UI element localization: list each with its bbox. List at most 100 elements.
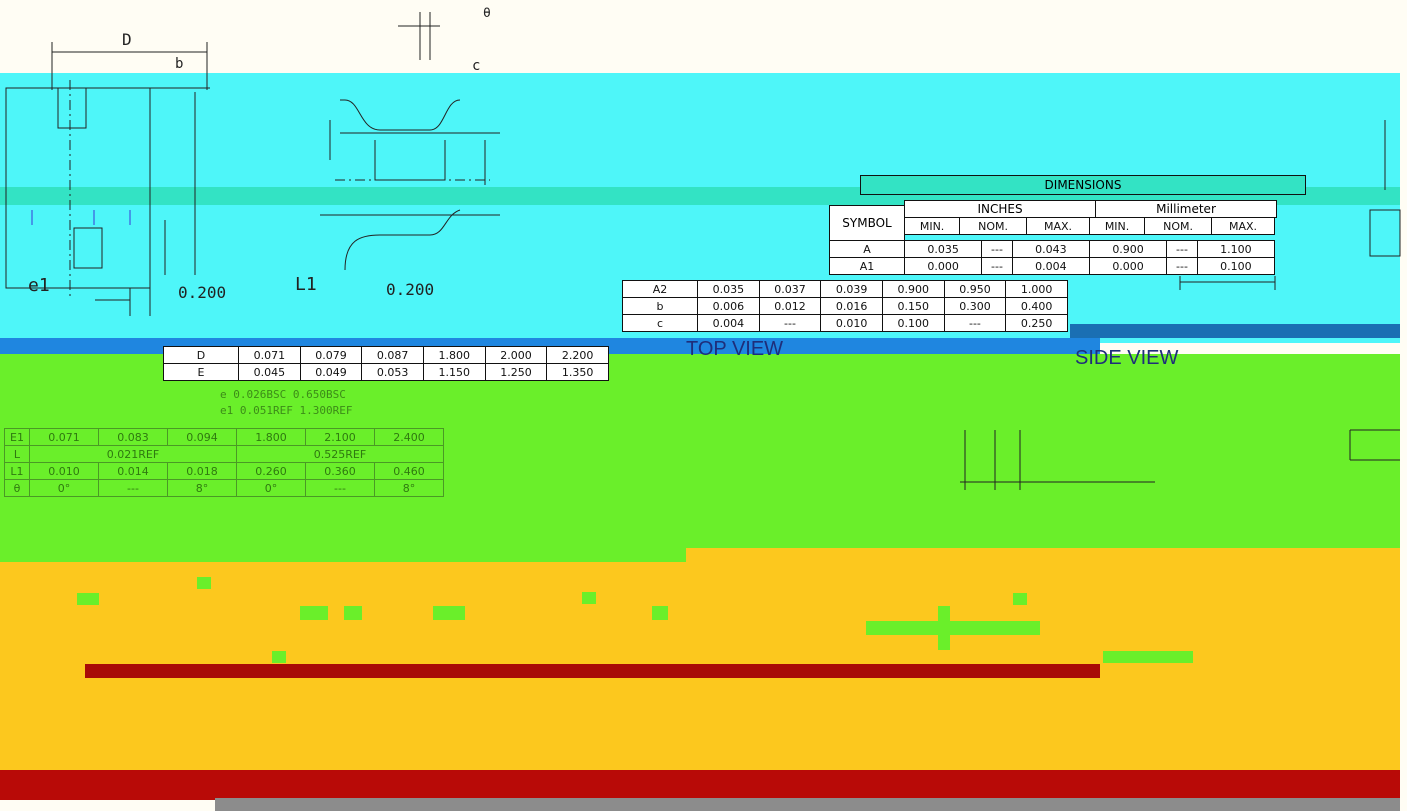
table-cell: 0.079 bbox=[299, 346, 363, 364]
table-cell: 0.035 bbox=[697, 280, 760, 298]
dims-table-rows-b: A2 0.035 0.037 0.039 0.900 0.950 1.000 b… bbox=[622, 280, 1068, 332]
gray-footer bbox=[215, 798, 1400, 811]
dims-table-rows-d: E1 0.071 0.083 0.094 1.800 2.100 2.400 L… bbox=[4, 428, 444, 497]
table-cell: --- bbox=[98, 479, 168, 497]
table-cell: 0.460 bbox=[374, 462, 444, 480]
table-cell: 0.049 bbox=[299, 363, 363, 381]
table-cell: 1.150 bbox=[422, 363, 486, 381]
table-row: A1 0.000 --- 0.004 0.000 --- 0.100 bbox=[829, 257, 1276, 275]
table-row: A2 0.035 0.037 0.039 0.900 0.950 1.000 bbox=[622, 280, 1068, 298]
green-block bbox=[344, 606, 362, 620]
table-row: D 0.071 0.079 0.087 1.800 2.000 2.200 bbox=[163, 346, 609, 364]
dim-theta-label: θ bbox=[483, 6, 491, 21]
dim-pitch-value: 0.200 bbox=[178, 283, 227, 302]
green-block bbox=[938, 606, 950, 650]
top-view-outline bbox=[5, 87, 151, 289]
table-header-row: MIN. NOM. MAX. MIN. NOM. MAX. bbox=[903, 217, 1275, 235]
table-cell: 2.400 bbox=[374, 428, 444, 446]
table-cell: 1.100 bbox=[1196, 240, 1276, 258]
table-cell: MIN. bbox=[1088, 217, 1146, 235]
table-cell: A1 bbox=[829, 257, 905, 275]
table-cell: --- bbox=[1166, 257, 1198, 275]
table-cell: 2.200 bbox=[546, 346, 609, 364]
table-row: L1 0.010 0.014 0.018 0.260 0.360 0.460 bbox=[4, 462, 444, 480]
top-view-label: TOP VIEW bbox=[686, 338, 784, 360]
table-cell: 0.071 bbox=[29, 428, 99, 446]
green-block bbox=[866, 621, 1040, 635]
dim-e1-label: e1 bbox=[28, 275, 50, 296]
dim-b-label: b bbox=[175, 56, 184, 72]
red-stripe bbox=[85, 664, 1100, 678]
table-cell: 0.360 bbox=[305, 462, 375, 480]
green-block bbox=[272, 651, 286, 663]
table-cell: 2.100 bbox=[305, 428, 375, 446]
dim-d-label: D bbox=[122, 30, 132, 49]
table-cell: 0.250 bbox=[1005, 314, 1068, 332]
table-row: L 0.021REF 0.525REF bbox=[4, 445, 444, 463]
table-cell: 0.525REF bbox=[236, 445, 444, 463]
blue-divider bbox=[1070, 324, 1400, 338]
green-step bbox=[0, 548, 686, 562]
table-cell: θ bbox=[4, 479, 30, 497]
table-cell: L bbox=[4, 445, 30, 463]
table-cell: 0.006 bbox=[697, 297, 760, 315]
table-cell: 0.260 bbox=[236, 462, 306, 480]
table-cell: b bbox=[622, 297, 698, 315]
table-cell: 0.000 bbox=[1088, 257, 1168, 275]
table-cell: 0.900 bbox=[881, 280, 945, 298]
green-block bbox=[652, 606, 668, 620]
table-cell: --- bbox=[758, 314, 822, 332]
table-cell: NOM. bbox=[1144, 217, 1212, 235]
table-cell: 0.071 bbox=[238, 346, 301, 364]
table-cell: 0.039 bbox=[820, 280, 883, 298]
table-cell: 0.012 bbox=[758, 297, 822, 315]
table-cell: MAX. bbox=[1026, 217, 1090, 235]
green-block bbox=[433, 606, 465, 620]
table-cell: 1.350 bbox=[546, 363, 609, 381]
dim-l1-value: 0.200 bbox=[386, 280, 435, 299]
red-bottom-band bbox=[0, 770, 1400, 800]
table-row: E 0.045 0.049 0.053 1.150 1.250 1.350 bbox=[163, 363, 609, 381]
dim-c-label: c bbox=[472, 58, 481, 74]
mm-header: Millimeter bbox=[1095, 200, 1277, 218]
table-cell: c bbox=[622, 314, 698, 332]
table-cell: 0° bbox=[29, 479, 99, 497]
green-block bbox=[197, 577, 211, 589]
table-cell: --- bbox=[305, 479, 375, 497]
table-cell: --- bbox=[1166, 240, 1198, 258]
table-cell: 0.045 bbox=[238, 363, 301, 381]
row-e1-ref: e1 0.051REF 1.300REF bbox=[220, 404, 352, 417]
table-cell: --- bbox=[943, 314, 1007, 332]
table-cell: 0.400 bbox=[1005, 297, 1068, 315]
table-cell: 0.004 bbox=[697, 314, 760, 332]
table-cell: 0.016 bbox=[820, 297, 883, 315]
table-cell: 0.000 bbox=[903, 257, 983, 275]
table-row: E1 0.071 0.083 0.094 1.800 2.100 2.400 bbox=[4, 428, 444, 446]
table-cell: 1.000 bbox=[1005, 280, 1068, 298]
table-cell: 0.150 bbox=[881, 297, 945, 315]
table-cell: 0.014 bbox=[98, 462, 168, 480]
table-cell: 0.950 bbox=[943, 280, 1007, 298]
inches-header: INCHES bbox=[904, 200, 1096, 218]
table-cell: --- bbox=[981, 240, 1013, 258]
row-e1-inch: 0.051REF bbox=[239, 404, 293, 417]
green-block bbox=[582, 592, 596, 604]
dim-l1-label: L1 bbox=[295, 274, 317, 295]
table-cell: --- bbox=[981, 257, 1013, 275]
table-cell: 0.004 bbox=[1011, 257, 1090, 275]
dimensions-title: DIMENSIONS bbox=[860, 175, 1306, 195]
table-row: A 0.035 --- 0.043 0.900 --- 1.100 bbox=[829, 240, 1276, 258]
table-cell: MAX. bbox=[1211, 217, 1275, 235]
table-cell: 0.010 bbox=[29, 462, 99, 480]
table-cell: D bbox=[163, 346, 239, 364]
table-cell: 1.250 bbox=[484, 363, 548, 381]
table-cell: 1.800 bbox=[422, 346, 486, 364]
table-cell: A bbox=[829, 240, 905, 258]
table-cell: NOM. bbox=[959, 217, 1028, 235]
table-cell: 0.087 bbox=[361, 346, 424, 364]
table-cell: 8° bbox=[374, 479, 444, 497]
table-cell: 0.094 bbox=[167, 428, 237, 446]
table-cell: 0° bbox=[236, 479, 306, 497]
